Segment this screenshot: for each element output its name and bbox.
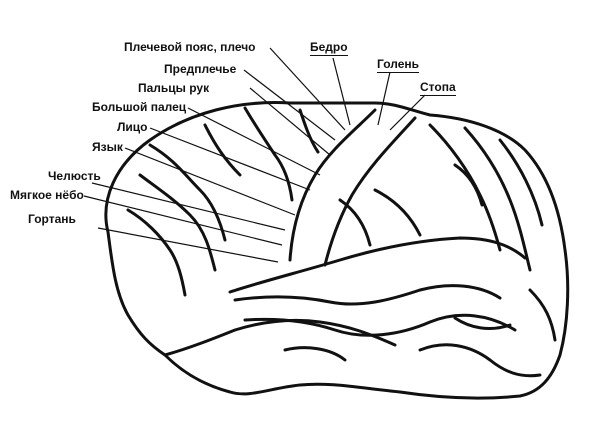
pointer-thumb bbox=[187, 107, 321, 176]
pointer-foot bbox=[389, 94, 426, 131]
label-shin: Голень bbox=[377, 57, 419, 73]
pointer-jaw bbox=[91, 182, 286, 231]
label-tongue: Язык bbox=[92, 140, 123, 154]
label-forearm: Предплечье bbox=[164, 62, 237, 76]
pointer-palate bbox=[83, 195, 283, 246]
pointer-shin bbox=[377, 71, 391, 126]
pointer-tongue bbox=[124, 147, 296, 216]
brain-outline bbox=[104, 101, 570, 400]
label-shoulder: Плечевой пояс, плечо bbox=[124, 40, 256, 54]
pointer-face bbox=[149, 127, 311, 191]
label-foot: Стопа bbox=[420, 80, 456, 96]
label-fingers: Пальцы рук bbox=[138, 81, 210, 95]
pointer-larynx bbox=[97, 227, 279, 263]
pointer-thigh bbox=[332, 57, 351, 126]
label-thumb: Большой палец bbox=[92, 100, 187, 114]
label-thigh: Бедро bbox=[310, 40, 348, 56]
pointer-fingers bbox=[249, 87, 331, 156]
label-face: Лицо bbox=[117, 120, 148, 134]
label-larynx: Гортань bbox=[28, 212, 76, 226]
label-palate: Мягкое нёбо bbox=[10, 188, 84, 202]
label-jaw: Челюсть bbox=[48, 169, 101, 183]
pointer-shoulder bbox=[269, 47, 346, 131]
pointer-forearm bbox=[243, 69, 336, 141]
